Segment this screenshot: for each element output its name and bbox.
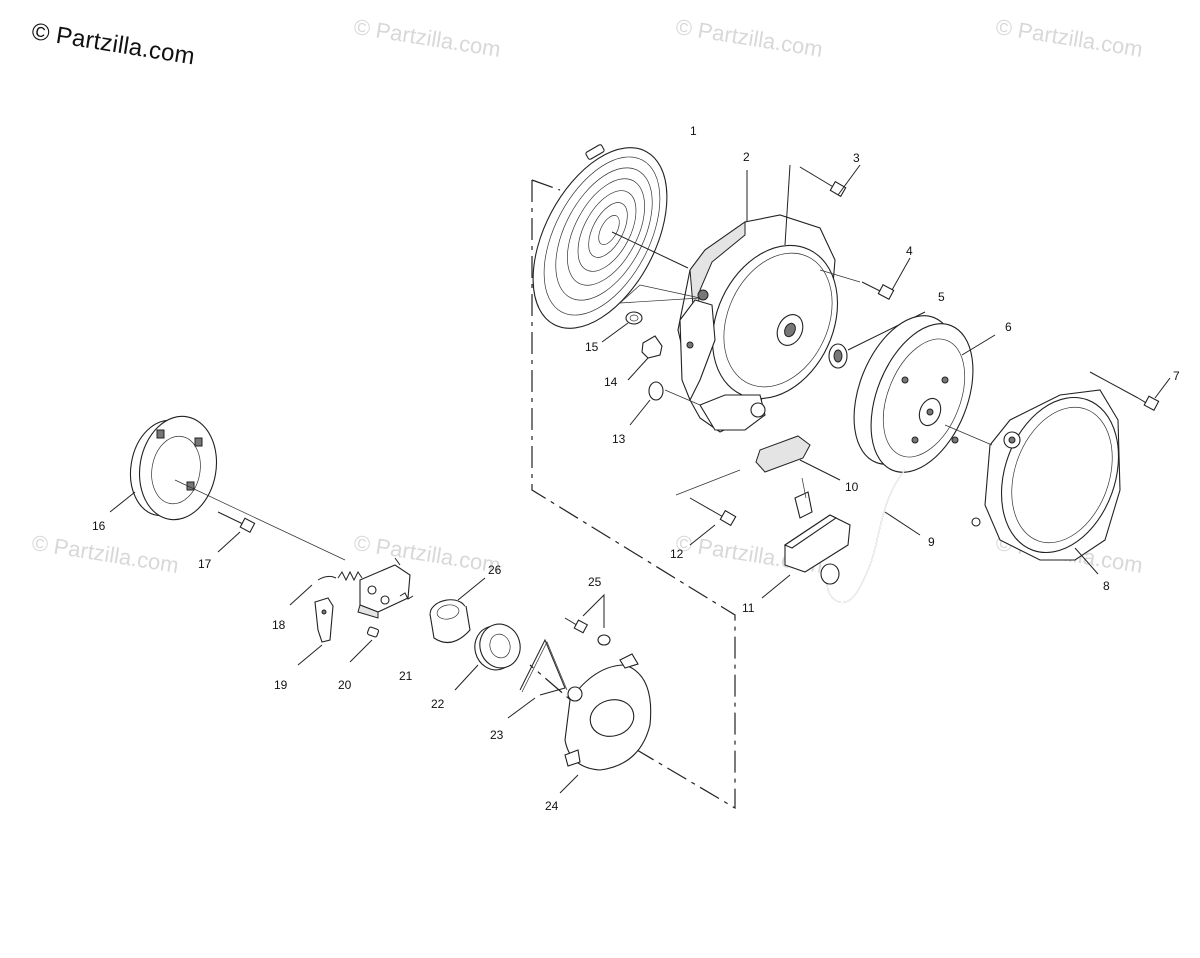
part-pawl — [297, 597, 334, 666]
part-sleeve — [629, 381, 701, 426]
callout-25: 25 — [588, 575, 602, 589]
callout-22: 22 — [431, 697, 445, 711]
part-housing-bolt — [675, 469, 741, 546]
callout-4: 4 — [906, 244, 913, 258]
callout-6: 6 — [1005, 320, 1012, 334]
callout-1: 1 — [690, 124, 697, 138]
callout-11: 11 — [742, 601, 755, 615]
part-starter-rope — [824, 469, 921, 603]
callout-7: 7 — [1173, 369, 1180, 383]
callout-2: 2 — [743, 150, 750, 164]
part-pawl-plate — [357, 557, 414, 619]
part-bolt-short — [819, 257, 911, 300]
callout-20: 20 — [338, 678, 352, 692]
part-screw — [217, 511, 256, 553]
part-nut — [627, 335, 663, 381]
callout-9: 9 — [928, 535, 935, 549]
part-starter-housing — [677, 164, 839, 433]
part-handle-insert — [755, 435, 841, 481]
part-friction-plate — [454, 623, 521, 691]
callout-16: 16 — [92, 519, 106, 533]
callout-3: 3 — [853, 151, 860, 165]
part-bolt-long — [799, 164, 861, 198]
part-starter-cover — [944, 389, 1121, 575]
part-pin — [349, 626, 380, 663]
part-retainer-plate — [559, 653, 652, 794]
part-spacer-sleeve — [429, 577, 486, 644]
callout-18: 18 — [272, 618, 286, 632]
callout-21: 21 — [399, 669, 413, 683]
part-cover-bolt — [1089, 371, 1171, 411]
callout-26: 26 — [488, 563, 502, 577]
callout-24: 24 — [545, 799, 559, 813]
callout-19: 19 — [274, 678, 288, 692]
callout-13: 13 — [612, 432, 626, 446]
part-wire-spring — [507, 638, 568, 719]
part-washer — [601, 284, 701, 343]
callout-15: 15 — [585, 340, 599, 354]
part-rope-pulley — [853, 315, 996, 473]
part-pawl-spring — [289, 570, 363, 606]
callout-5: 5 — [938, 290, 945, 304]
part-starter-handle — [761, 477, 851, 599]
callout-12: 12 — [670, 547, 684, 561]
part-recoil-spring — [532, 144, 689, 329]
callout-labels: 1 2 3 4 5 6 7 8 9 10 11 12 13 14 15 16 1… — [92, 124, 1180, 813]
part-screw-washer — [564, 593, 611, 646]
callout-14: 14 — [604, 375, 618, 389]
callout-17: 17 — [198, 557, 212, 571]
callout-10: 10 — [845, 480, 859, 494]
callout-23: 23 — [490, 728, 504, 742]
part-drive-cup — [109, 415, 346, 561]
callout-8: 8 — [1103, 579, 1110, 593]
